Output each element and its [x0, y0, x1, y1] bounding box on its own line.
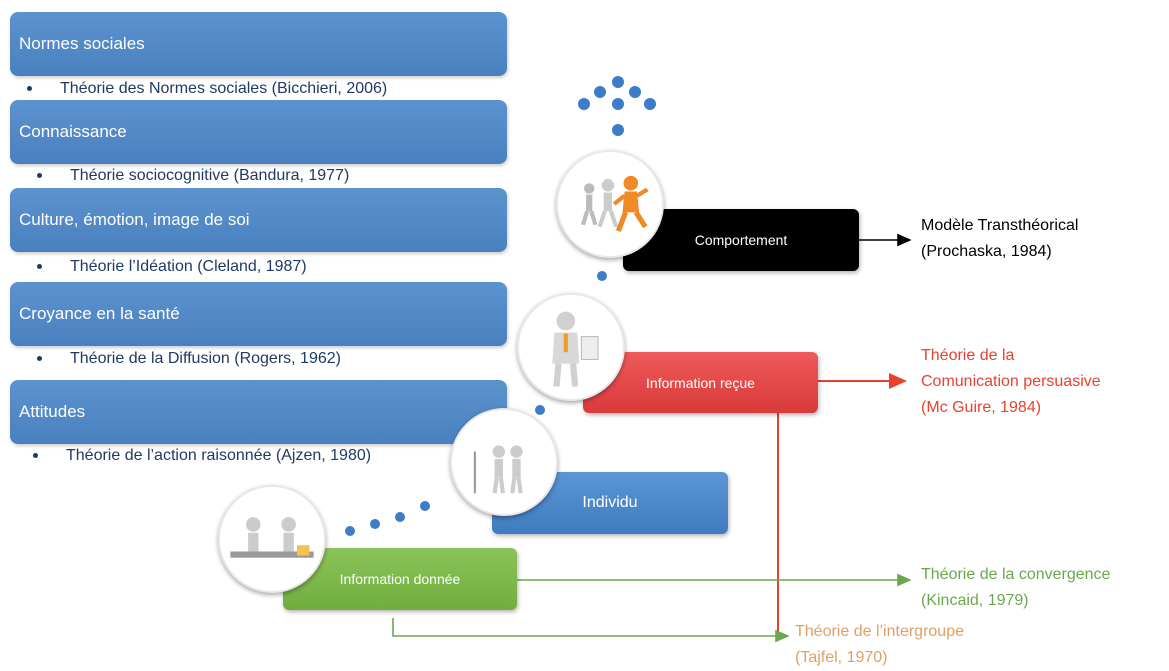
factor-box-croyance: Croyance en la santé: [10, 282, 507, 346]
bullet-icon: [37, 356, 42, 362]
factor-box-normes-sociales: Normes sociales: [10, 12, 507, 76]
factor-label: Connaissance: [19, 122, 127, 141]
bullet-icon: [27, 86, 32, 92]
factor-theory-text: Théorie sociocognitive (Bandura, 1977): [70, 167, 350, 184]
outcome-intergroupe: Théorie de l’intergroupe (Tajfel, 1970): [795, 619, 964, 671]
factor-box-culture: Culture, émotion, image de soi: [10, 188, 507, 252]
factor-theory-item: Théorie l’Idéation (Cleland, 1987): [37, 258, 307, 276]
bullet-icon: [33, 453, 38, 459]
stage-label: Comportement: [694, 232, 788, 248]
dots-decoration: [345, 76, 656, 536]
factor-theory-item: Théorie de l’action raisonnée (Ajzen, 19…: [33, 447, 371, 465]
person-with-paper-icon: [517, 293, 625, 401]
factor-theory-text: Théorie de l’action raisonnée (Ajzen, 19…: [66, 447, 372, 464]
outcome-persuasive: Théorie de la Comunication persuasive (M…: [921, 343, 1101, 421]
factor-label: Attitudes: [19, 402, 86, 421]
arrow-intergroupe: [392, 618, 790, 643]
factor-theory-item: Théorie des Normes sociales (Bicchieri, …: [27, 80, 387, 98]
factor-theory-text: Théorie de la Diffusion (Rogers, 1962): [70, 350, 341, 367]
people-talking-icon: [450, 408, 558, 516]
outcome-line: Théorie de l’intergroupe: [795, 623, 964, 640]
factor-label: Normes sociales: [19, 34, 145, 53]
outcome-line: Théorie de la convergence: [921, 566, 1111, 583]
stage-comportement-box: Comportement: [623, 209, 859, 271]
factor-theory-item: Théorie de la Diffusion (Rogers, 1962): [37, 350, 341, 368]
factor-theory-text: Théorie l’Idéation (Cleland, 1987): [70, 258, 307, 275]
outcome-transtheorical: Modèle Transthéorical (Prochaska, 1984): [921, 213, 1078, 265]
factor-theory-item: Théorie sociocognitive (Bandura, 1977): [37, 167, 349, 185]
factor-box-attitudes: Attitudes: [10, 380, 507, 444]
factor-label: Culture, émotion, image de soi: [19, 210, 250, 229]
stage-label: Information reçue: [646, 374, 755, 391]
factor-box-connaissance: Connaissance: [10, 100, 507, 164]
outcome-line: (Prochaska, 1984): [921, 243, 1052, 260]
outcome-line: Théorie de la: [921, 347, 1015, 364]
outcome-line: (Mc Guire, 1984): [921, 399, 1042, 416]
stage-label: Information donnée: [339, 571, 461, 587]
factor-label: Croyance en la santé: [19, 304, 180, 323]
people-running-icon: [556, 150, 664, 258]
bullet-icon: [37, 173, 42, 179]
outcome-convergence: Théorie de la convergence (Kincaid, 1979…: [921, 562, 1110, 614]
outcome-line: Comunication persuasive: [921, 373, 1101, 390]
people-sitting-icon: [218, 485, 326, 593]
bullet-icon: [37, 264, 42, 270]
outcome-line: (Tajfel, 1970): [795, 649, 888, 666]
outcome-line: Modèle Transthéorical: [921, 217, 1079, 234]
factor-theory-text: Théorie des Normes sociales (Bicchieri, …: [60, 80, 388, 97]
stage-label: Individu: [582, 494, 638, 511]
outcome-line: (Kincaid, 1979): [921, 592, 1029, 609]
